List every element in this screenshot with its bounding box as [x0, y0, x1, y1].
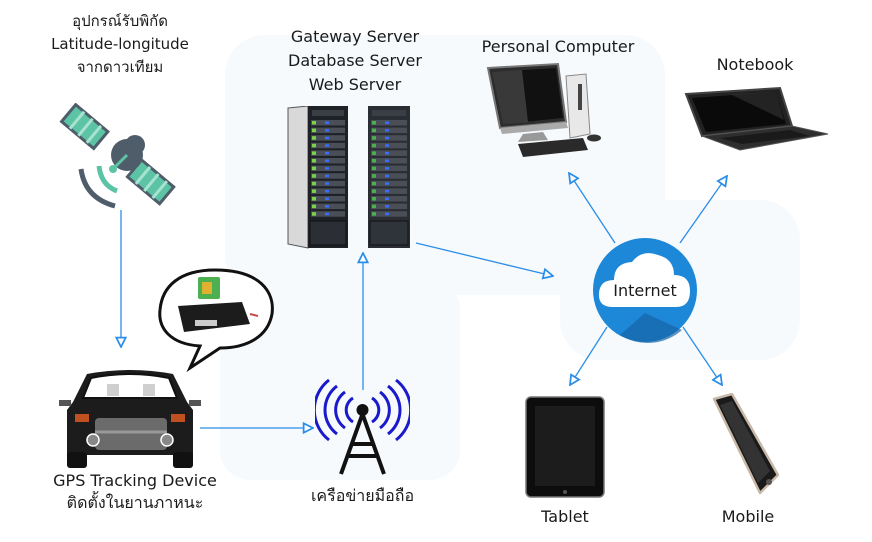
rack-led	[325, 174, 329, 178]
gps-device-label-line: GPS Tracking Device	[53, 471, 217, 490]
rack-led	[325, 151, 329, 155]
pc-label: Personal Computer	[481, 37, 635, 56]
rack-led	[312, 121, 316, 125]
rack-led	[385, 167, 389, 170]
rack-led	[325, 167, 329, 170]
laptop-icon	[684, 86, 829, 151]
notebook-label: Notebook	[716, 55, 794, 74]
rack-led	[312, 159, 316, 163]
gps-device-label: GPS Tracking Device ติดตั้งในยานภาหนะ	[30, 470, 240, 514]
gps-device-label-line: ติดตั้งในยานภาหนะ	[66, 493, 204, 512]
rack-led	[312, 189, 316, 193]
desktop-computer-icon	[486, 62, 601, 157]
rack-led	[385, 136, 389, 140]
rack-led	[372, 212, 376, 216]
rack-led	[385, 189, 389, 193]
tablet-icon	[525, 396, 605, 498]
satellite-label-line: จากดาวเทียม	[76, 58, 164, 76]
rack-led	[385, 205, 389, 208]
cloud-icon	[593, 238, 697, 343]
rack-led	[385, 144, 389, 147]
rack-led	[312, 181, 316, 186]
rack-led	[385, 174, 389, 178]
rack-led	[372, 189, 376, 193]
rack-led	[325, 212, 329, 216]
rack-led	[385, 212, 389, 216]
car-icon	[59, 370, 201, 468]
rack-led	[325, 136, 329, 140]
rack-led	[312, 151, 316, 155]
rack-led	[372, 143, 376, 148]
link-internet-to-pc	[569, 173, 616, 244]
servers-label-line: Gateway Server	[290, 27, 420, 46]
rack-led	[372, 204, 376, 209]
rack-led	[372, 166, 376, 171]
internet-label: Internet	[613, 281, 677, 300]
rack-led	[312, 143, 316, 148]
rack-led	[372, 151, 376, 155]
servers-label-line: Database Server	[288, 51, 422, 70]
satellite-label-line: Latitude-longitude	[51, 35, 189, 53]
rack-led	[385, 182, 389, 185]
rack-led	[312, 204, 316, 209]
rack-led	[372, 181, 376, 186]
rack-led	[325, 159, 329, 162]
rack-led	[325, 182, 329, 185]
servers-label: Gateway Server Database Server Web Serve…	[255, 25, 455, 97]
rack-led	[372, 197, 376, 201]
satellite-label-line: อุปกรณ์รับพิกัด	[72, 12, 168, 30]
satellite-icon	[59, 103, 176, 209]
rack-led	[325, 189, 329, 193]
rack-led	[325, 144, 329, 147]
gps-tracker-callout	[158, 268, 274, 373]
cell-tower-icon	[315, 378, 410, 475]
rack-led	[372, 136, 376, 140]
link-internet-to-notebook	[679, 176, 727, 244]
rack-led	[325, 121, 329, 124]
rack-led	[385, 151, 389, 155]
mobile-label: Mobile	[721, 507, 775, 526]
tablet-label: Tablet	[541, 507, 589, 526]
smartphone-icon	[712, 393, 780, 495]
rack-led	[372, 174, 376, 178]
rack-led	[385, 197, 389, 200]
rack-led	[385, 159, 389, 162]
rack-led	[372, 159, 376, 163]
rack-led	[312, 174, 316, 178]
rack-led	[372, 121, 376, 125]
rack-led	[312, 197, 316, 201]
servers-label-line: Web Server	[308, 75, 402, 94]
rack-led	[312, 128, 316, 133]
rack-led	[312, 212, 316, 216]
rack-led	[325, 197, 329, 200]
cell-network-label: เครือข่ายมือถือ	[310, 486, 415, 505]
link-internet-to-mobile	[682, 326, 722, 385]
link-internet-to-tablet	[570, 326, 608, 385]
rack-led	[372, 128, 376, 133]
rack-led	[385, 121, 389, 124]
satellite-label: อุปกรณ์รับพิกัด Latitude-longitude จากดา…	[20, 10, 220, 79]
rack-led	[325, 205, 329, 208]
server-rack-icon	[287, 106, 410, 249]
rack-led	[385, 129, 389, 132]
gps-tracker-icon	[178, 277, 259, 332]
link-servers-to-internet	[415, 242, 553, 276]
rack-led	[312, 136, 316, 140]
rack-led	[325, 129, 329, 132]
rack-led	[312, 166, 316, 171]
